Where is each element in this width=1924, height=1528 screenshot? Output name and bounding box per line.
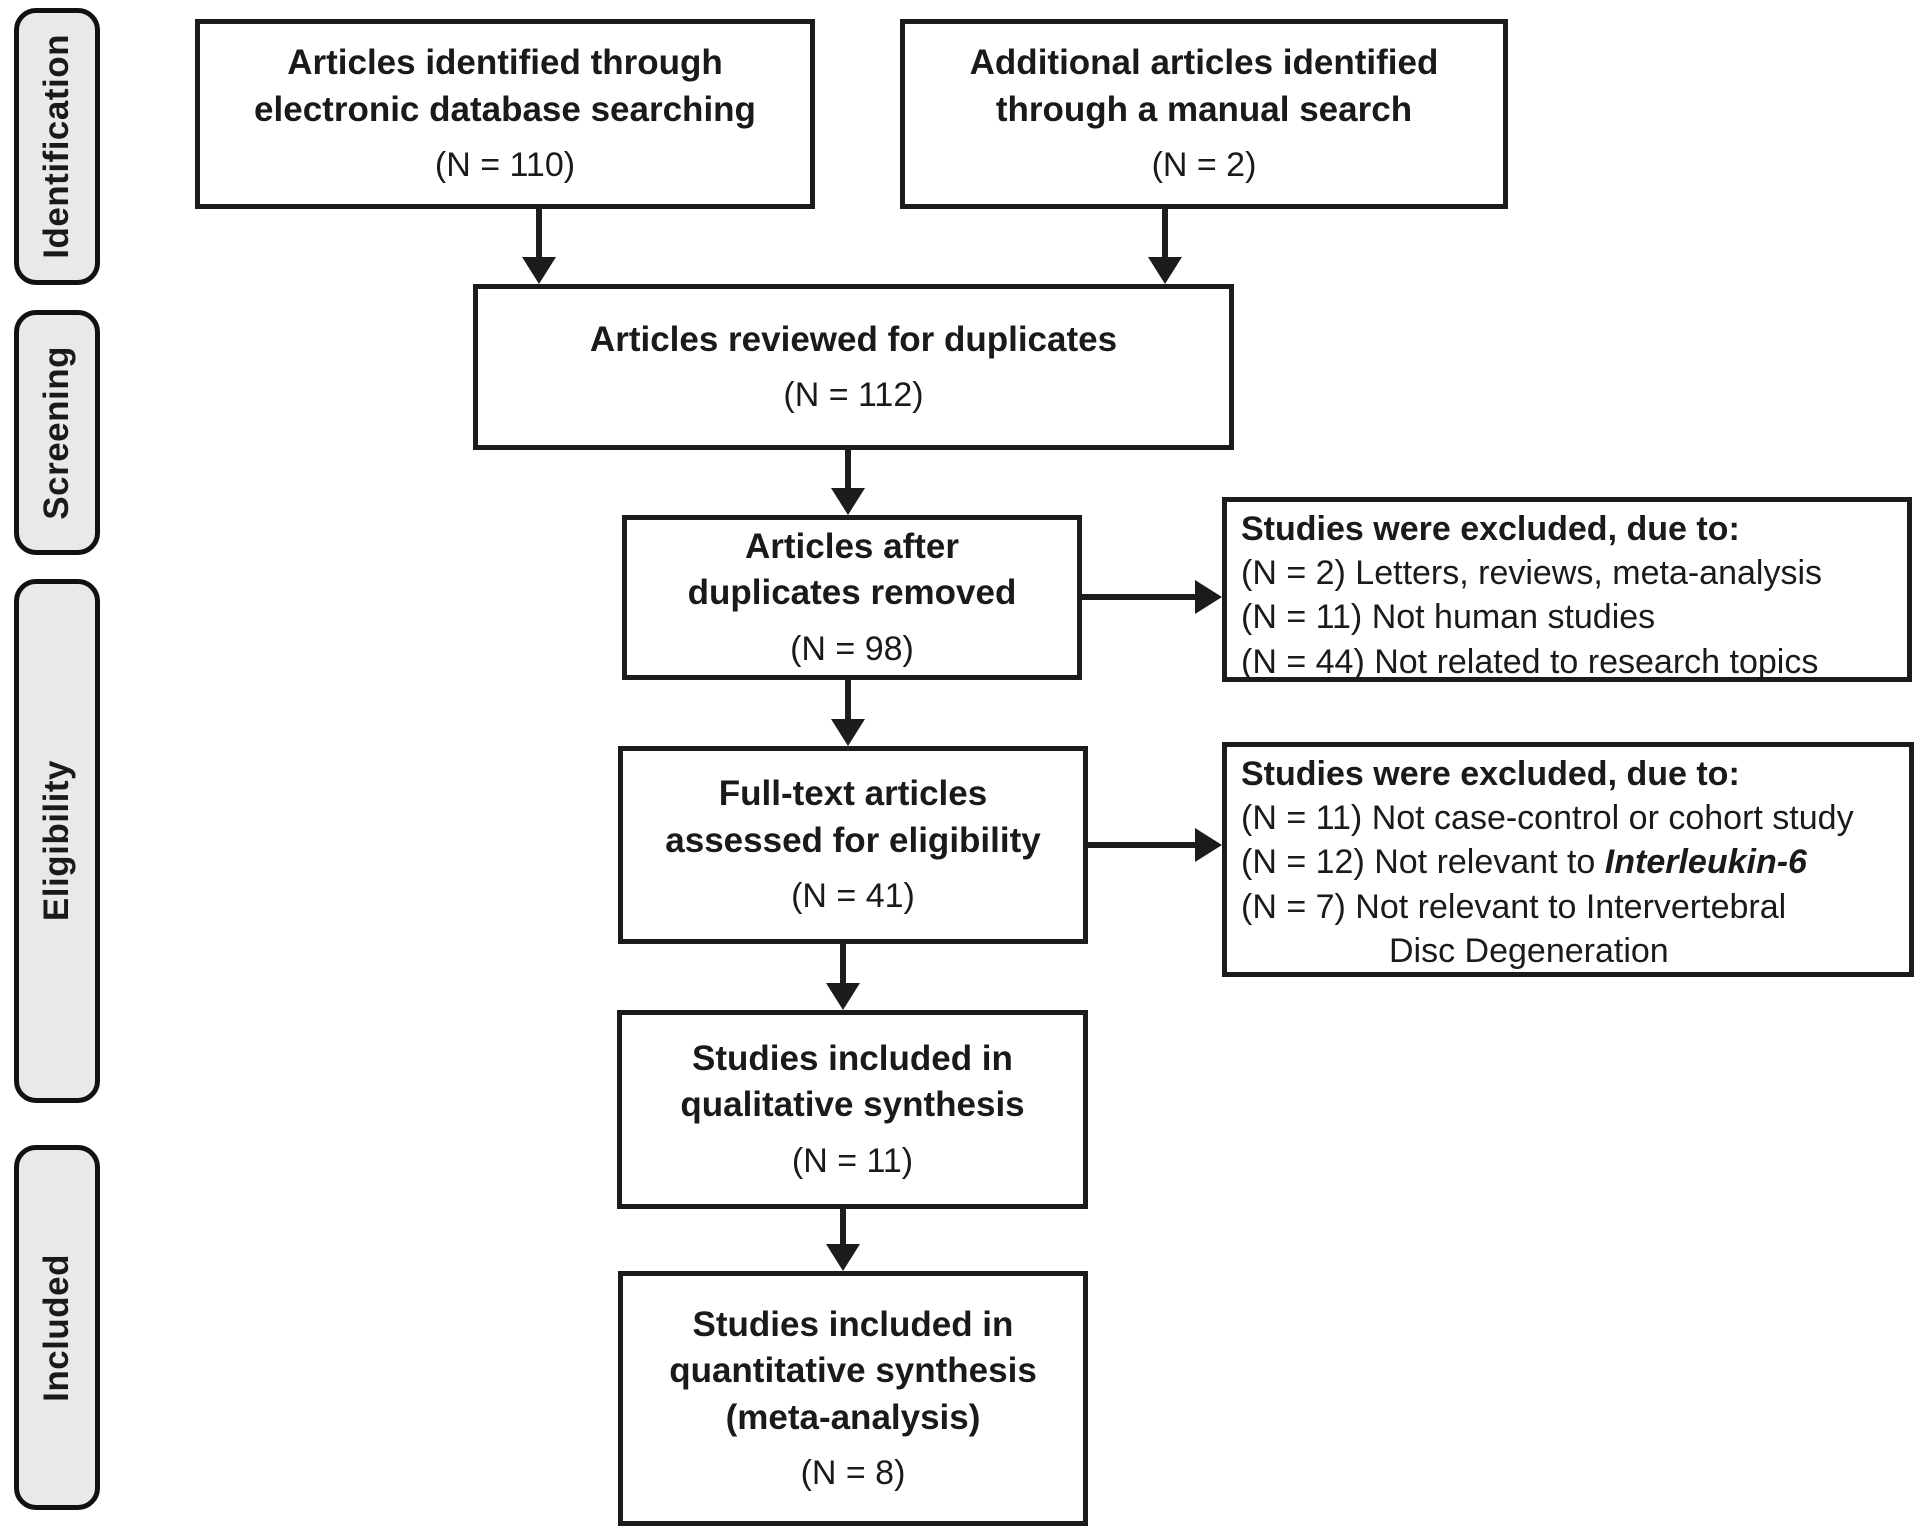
box-qualitative-synthesis: Studies included in qualitative synthesi… [617,1010,1088,1209]
arrow-fulltext-to-qualitative [840,944,846,984]
box-after-duplicates-removed: Articles after duplicates removed (N = 9… [622,515,1082,680]
box-reviewed-for-duplicates-title: Articles reviewed for duplicates [589,319,1118,359]
box-after-duplicates-removed-count: (N = 98) [790,629,914,668]
stage-label-included-text: Included [37,1253,76,1402]
stage-label-screening-text: Screening [37,345,76,520]
arrow-qualitative-to-quantitative [840,1209,846,1245]
stage-label-identification: Identification [14,8,100,285]
box-reviewed-for-duplicates-count: (N = 112) [783,376,924,415]
box-articles-manual-search-title: Additional articles identified through a… [969,43,1439,129]
box-articles-manual-search-count: (N = 2) [1151,146,1257,185]
excluded-screening-item: (N = 44) Not related to research topics [1241,642,1819,681]
box-after-duplicates-removed-title: Articles after duplicates removed [687,526,1017,613]
box-fulltext-assessed-title: Full-text articles assessed for eligibil… [665,774,1041,860]
stage-label-eligibility-text: Eligibility [37,760,76,922]
arrow-manual-to-review-head [1148,257,1182,284]
arrow-removed-to-excluded [1082,594,1198,600]
arrow-fulltext-to-excluded [1088,842,1198,848]
box-articles-database-search-title: Articles identified through electronic d… [254,43,756,129]
excluded-screening-heading: Studies were excluded, due to: [1241,510,1740,548]
excluded-screening-item: (N = 2) Letters, reviews, meta-analysis [1241,554,1823,593]
stage-label-screening: Screening [14,310,100,555]
excluded-screening-item: (N = 11) Not human studies [1241,598,1656,637]
stage-label-included: Included [14,1145,100,1510]
stage-label-eligibility: Eligibility [14,579,100,1103]
arrow-fulltext-to-excluded-head [1195,828,1222,862]
box-fulltext-assessed: Full-text articles assessed for eligibil… [618,746,1088,944]
arrow-manual-to-review [1162,209,1168,259]
arrow-review-to-removed [845,450,851,490]
box-excluded-screening: Studies were excluded, due to: (N = 2) L… [1222,497,1912,682]
stage-label-identification-text: Identification [37,34,76,259]
box-quantitative-synthesis: Studies included in quantitative synthes… [618,1271,1088,1526]
excluded-eligibility-item-emphasis: Interleukin-6 [1604,843,1807,882]
excluded-eligibility-item-text: (N = 12) Not relevant to [1241,843,1605,882]
arrow-database-to-review-head [522,257,556,284]
box-quantitative-synthesis-count: (N = 8) [800,1454,906,1493]
box-qualitative-synthesis-count: (N = 11) [791,1141,914,1180]
excluded-eligibility-item: (N = 11) Not case-control or cohort stud… [1241,799,1854,838]
arrow-removed-to-excluded-head [1195,580,1222,614]
box-quantitative-synthesis-title: Studies included in quantitative synthes… [669,1304,1037,1437]
arrow-fulltext-to-qualitative-head [826,983,860,1010]
box-fulltext-assessed-count: (N = 41) [791,877,915,916]
box-qualitative-synthesis-title: Studies included in qualitative synthesi… [680,1038,1025,1125]
box-articles-manual-search: Additional articles identified through a… [900,19,1508,209]
box-reviewed-for-duplicates: Articles reviewed for duplicates (N = 11… [473,284,1234,450]
excluded-eligibility-heading: Studies were excluded, due to: [1241,755,1740,793]
box-excluded-eligibility: Studies were excluded, due to: (N = 11) … [1222,742,1914,977]
arrow-qualitative-to-quantitative-head [826,1244,860,1271]
excluded-eligibility-item: (N = 7) Not relevant to Intervertebral [1241,887,1787,926]
arrow-database-to-review [536,209,542,259]
excluded-eligibility-item-continuation: Disc Degeneration [1389,931,1669,970]
box-articles-database-search: Articles identified through electronic d… [195,19,815,209]
arrow-removed-to-fulltext-head [831,719,865,746]
excluded-eligibility-item: (N = 12) Not relevant to Interleukin-6 [1241,840,1899,884]
arrow-removed-to-fulltext [845,680,851,720]
arrow-review-to-removed-head [831,488,865,515]
box-articles-database-search-count: (N = 110) [434,146,576,185]
